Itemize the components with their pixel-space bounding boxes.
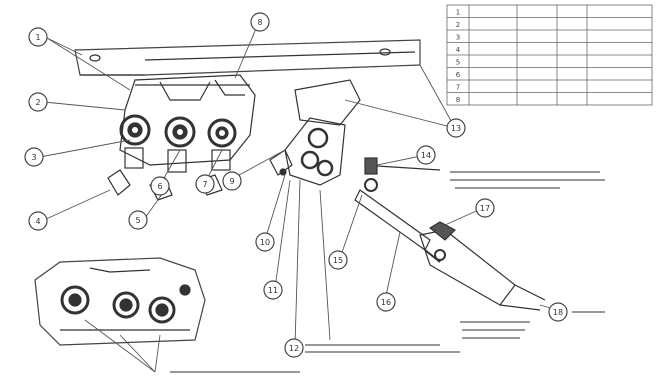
hose-connector bbox=[364, 157, 441, 192]
note-mid-bottom bbox=[305, 344, 460, 353]
svg-text:3: 3 bbox=[31, 153, 36, 162]
svg-text:17: 17 bbox=[480, 204, 490, 213]
svg-text:1: 1 bbox=[35, 33, 40, 42]
balloon-4: 4 bbox=[28, 211, 48, 231]
svg-text:6: 6 bbox=[157, 182, 162, 191]
svg-text:16: 16 bbox=[381, 298, 391, 307]
bom-cell: 5 bbox=[456, 58, 460, 66]
balloon-10: 10 bbox=[255, 232, 275, 252]
bom-cell: 1 bbox=[456, 8, 460, 16]
bom-cell: 6 bbox=[456, 71, 461, 79]
center-fitting-assembly bbox=[269, 79, 361, 186]
svg-text:15: 15 bbox=[333, 256, 343, 265]
balloon-6: 6 bbox=[150, 176, 170, 196]
balloon-3: 3 bbox=[24, 147, 44, 167]
bom-cell: 3 bbox=[456, 33, 460, 41]
valve-knob-right bbox=[207, 118, 237, 148]
balloon-12: 12 bbox=[284, 338, 304, 358]
svg-text:12: 12 bbox=[289, 344, 299, 353]
balloon-13: 13 bbox=[446, 118, 466, 138]
note-lower-right bbox=[460, 321, 530, 339]
valve-nozzles bbox=[107, 147, 231, 201]
bom-cell: 4 bbox=[456, 46, 461, 54]
balloon-11: 11 bbox=[263, 280, 283, 300]
balloon-9: 9 bbox=[222, 171, 242, 191]
svg-text:2: 2 bbox=[35, 98, 40, 107]
cylinder-assembly bbox=[354, 189, 546, 311]
svg-text:8: 8 bbox=[257, 18, 262, 27]
svg-text:4: 4 bbox=[35, 217, 40, 226]
svg-text:14: 14 bbox=[421, 151, 431, 160]
leader-lines bbox=[39, 23, 559, 373]
bom-table: 1 2 3 4 5 6 7 8 bbox=[446, 4, 653, 106]
inset-detail bbox=[34, 257, 206, 346]
svg-text:5: 5 bbox=[135, 216, 140, 225]
bom-cell: 8 bbox=[456, 96, 460, 104]
svg-text:11: 11 bbox=[268, 286, 278, 295]
svg-text:18: 18 bbox=[553, 308, 563, 317]
svg-text:13: 13 bbox=[451, 124, 461, 133]
balloon-14: 14 bbox=[416, 145, 436, 165]
valve-knob-center bbox=[164, 116, 196, 148]
svg-text:7: 7 bbox=[202, 180, 207, 189]
balloon-17: 17 bbox=[475, 198, 495, 218]
balloon-15: 15 bbox=[328, 250, 348, 270]
bom-cell: 7 bbox=[456, 83, 460, 91]
mounting-bracket bbox=[74, 39, 421, 76]
balloon-2: 2 bbox=[28, 92, 48, 112]
balloon-1: 1 bbox=[28, 27, 48, 47]
valve-knob-left bbox=[119, 114, 151, 146]
balloon-callouts: 1 2 3 4 5 6 7 8 9 10 11 12 13 14 15 16 1… bbox=[24, 12, 568, 358]
svg-text:9: 9 bbox=[229, 177, 234, 186]
svg-text:10: 10 bbox=[260, 238, 270, 247]
balloon-5: 5 bbox=[128, 210, 148, 230]
balloon-7: 7 bbox=[195, 174, 215, 194]
balloon-8: 8 bbox=[250, 12, 270, 32]
bom-cell: 2 bbox=[456, 21, 460, 29]
note-upper-right bbox=[450, 171, 605, 189]
valve-body-assembly bbox=[119, 74, 256, 166]
balloon-18: 18 bbox=[548, 302, 568, 322]
balloon-16: 16 bbox=[376, 292, 396, 312]
